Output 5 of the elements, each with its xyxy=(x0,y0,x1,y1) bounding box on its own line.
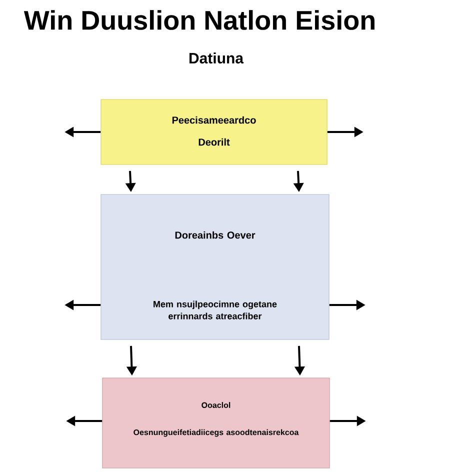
process-box: Doreainbs Oever Mem nsujlpeocimne ogetane errinnards atreacfiber xyxy=(100,194,330,340)
process-box: Ooaclol Oesnungueifetiadiicegs asoodtenaisrekcoa xyxy=(102,378,330,468)
subtitle: Datiuna xyxy=(190,52,244,64)
process-box: Peecisameeardco Deorilt xyxy=(100,99,328,165)
title: Win Duuslion Natlon Eision xyxy=(24,10,374,30)
